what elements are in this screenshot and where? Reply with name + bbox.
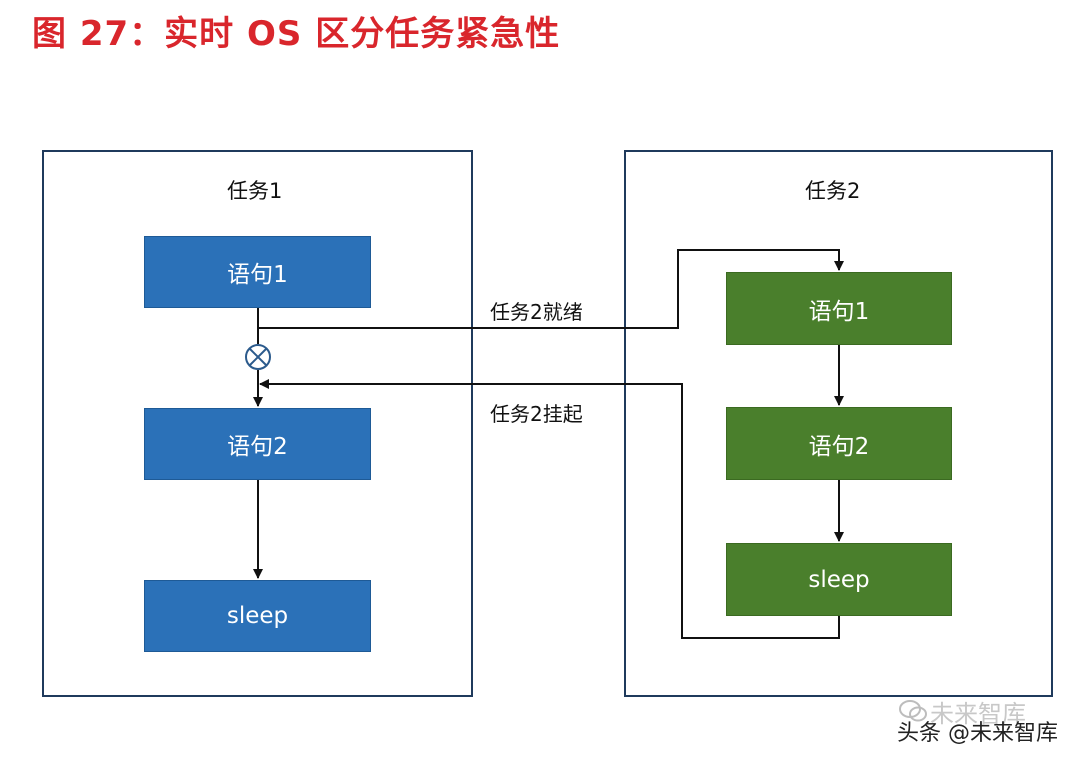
page-title: 图 27：实时 OS 区分任务紧急性 — [32, 14, 561, 54]
task2-statement-2: 语句2 — [726, 407, 952, 480]
task2-title: 任务2 — [805, 179, 861, 203]
task1-sleep: sleep — [144, 580, 371, 652]
task1-title: 任务1 — [227, 179, 283, 203]
interrupt-junction-icon — [245, 344, 271, 370]
task1-statement-1: 语句1 — [144, 236, 371, 308]
edge-suspend-line — [259, 379, 840, 639]
task1-statement-2: 语句2 — [144, 408, 371, 480]
watermark-credit: 头条 @未来智库 — [897, 721, 1058, 746]
wechat-icon — [899, 700, 927, 722]
watermark-faint-text: 未来智库 — [930, 700, 1026, 728]
task2-statement-1: 语句1 — [726, 272, 952, 345]
edge-ready-line — [258, 249, 844, 329]
edge-ready-label: 任务2就绪 — [490, 300, 583, 324]
task2-sleep: sleep — [726, 543, 952, 616]
edge-suspend-label: 任务2挂起 — [490, 402, 583, 426]
